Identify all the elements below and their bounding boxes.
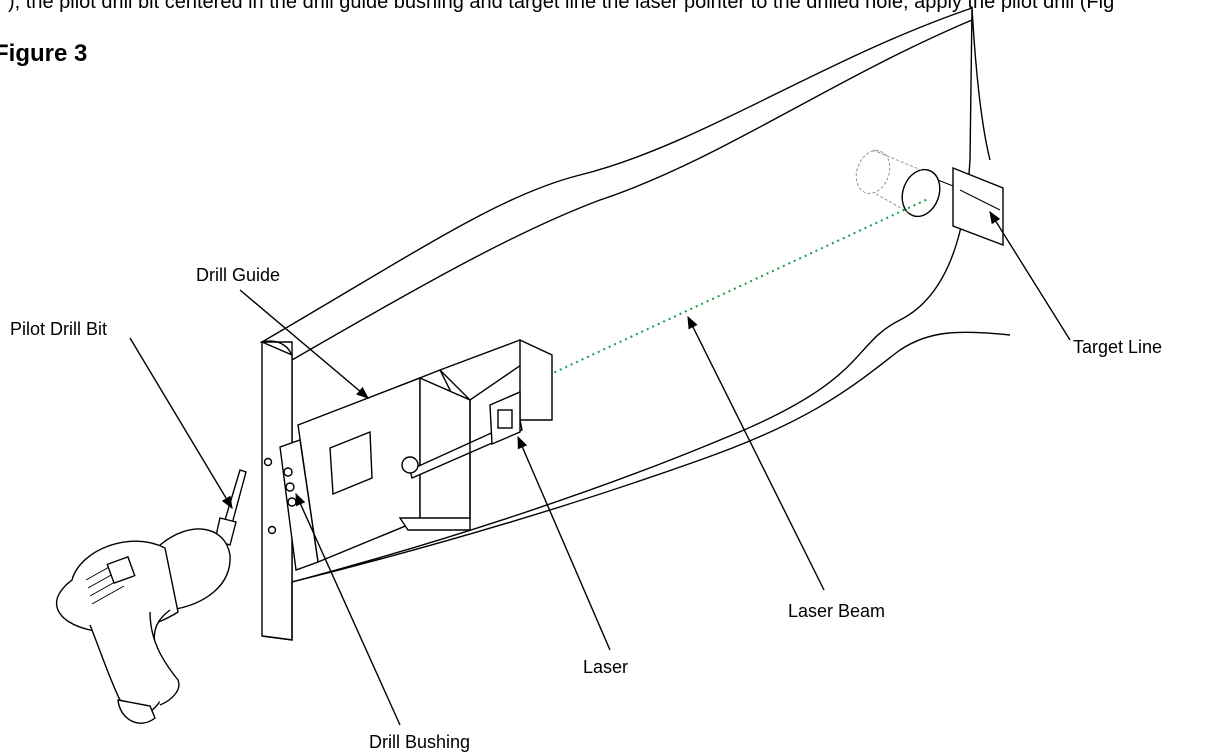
figure-title: Figure 3 xyxy=(0,40,88,67)
label-laser-beam: Laser Beam xyxy=(788,601,885,621)
clipped-header-text: ), the pilot drill bit centered in the d… xyxy=(8,0,1115,13)
drilled-hole xyxy=(855,149,941,218)
drill-guide-assembly xyxy=(263,338,553,571)
label-pilot-drill-bit: Pilot Drill Bit xyxy=(10,319,107,339)
drill-icon xyxy=(55,469,247,724)
label-drill-guide: Drill Guide xyxy=(196,265,280,285)
laser-beam-line xyxy=(537,197,931,381)
door-panel xyxy=(259,7,1011,641)
label-drill-bushing: Drill Bushing xyxy=(369,732,470,752)
target-plate xyxy=(937,166,1004,247)
leader-arrows xyxy=(129,210,1071,726)
label-target-line: Target Line xyxy=(1073,337,1162,357)
label-laser: Laser xyxy=(583,657,628,677)
